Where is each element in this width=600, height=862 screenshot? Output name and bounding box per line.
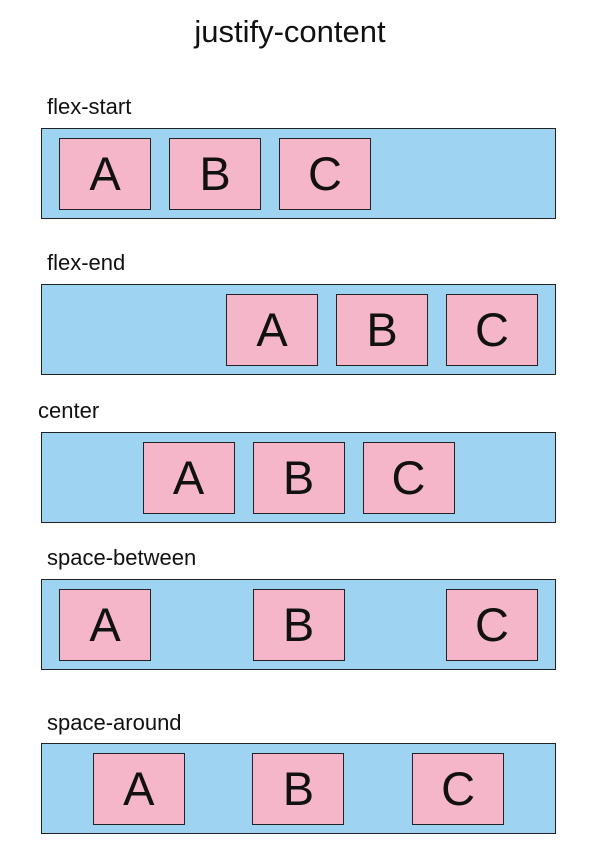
flex-container: A B C <box>41 432 556 523</box>
section-label: space-between <box>47 545 197 570</box>
flex-item: C <box>446 293 538 366</box>
flex-container: A B C <box>41 743 556 834</box>
flex-item: A <box>92 752 185 825</box>
flex-container: A B C <box>41 284 556 375</box>
flex-item: B <box>252 752 345 825</box>
flex-item: A <box>226 293 318 366</box>
section-label: center <box>38 398 100 423</box>
flex-container: A B C <box>41 579 556 670</box>
flex-item: B <box>252 441 345 514</box>
flex-item: C <box>446 588 538 661</box>
section-label: flex-start <box>47 94 132 119</box>
flex-container: A B C <box>41 128 556 219</box>
flex-item: C <box>279 137 371 210</box>
flex-item: C <box>362 441 455 514</box>
section-label: flex-end <box>47 250 126 275</box>
flex-item: B <box>169 137 261 210</box>
flex-item: B <box>252 588 345 661</box>
flex-item: C <box>412 752 505 825</box>
flex-item: A <box>59 588 151 661</box>
flex-item: B <box>336 293 428 366</box>
flex-item: A <box>59 137 151 210</box>
section-label: space-around <box>47 710 182 735</box>
diagram-title: justify-content <box>194 14 386 49</box>
flex-item: A <box>142 441 235 514</box>
